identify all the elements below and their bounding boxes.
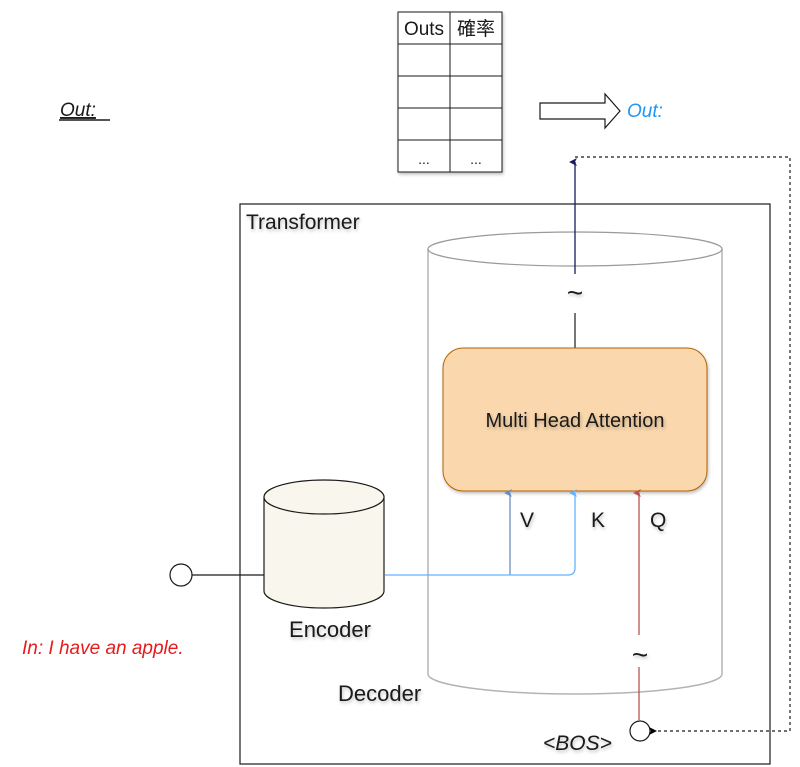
output-table: Outs 確率 ... ... [397, 11, 503, 173]
table-header-outs: Outs [404, 19, 444, 40]
input-circle [169, 563, 193, 587]
encoder-cylinder [263, 479, 385, 609]
left-out-label: Out: [60, 100, 96, 121]
v-label: V [520, 509, 534, 532]
transformer-label: Transformer [246, 211, 360, 234]
table-header-probability: 確率 [457, 18, 495, 40]
k-label: K [591, 509, 605, 532]
tilde-background [625, 635, 653, 667]
bos-label: <BOS> [543, 732, 612, 755]
multi-head-attention-label: Multi Head Attention [486, 410, 665, 432]
table-cell: ... [470, 151, 482, 167]
big-right-arrow-icon [539, 92, 621, 130]
bos-circle [629, 720, 651, 742]
top-tilde-symbol: ~ [567, 277, 583, 308]
encoder-label: Encoder [289, 617, 371, 642]
k-arrow [385, 489, 577, 576]
q-label: Q [650, 509, 666, 532]
bottom-tilde-symbol: ~ [632, 639, 648, 670]
input-sentence: In: I have an apple. [22, 638, 184, 659]
decoder-label: Decoder [338, 681, 421, 706]
table-cell: ... [418, 151, 430, 167]
right-out-label: Out: [627, 101, 663, 122]
